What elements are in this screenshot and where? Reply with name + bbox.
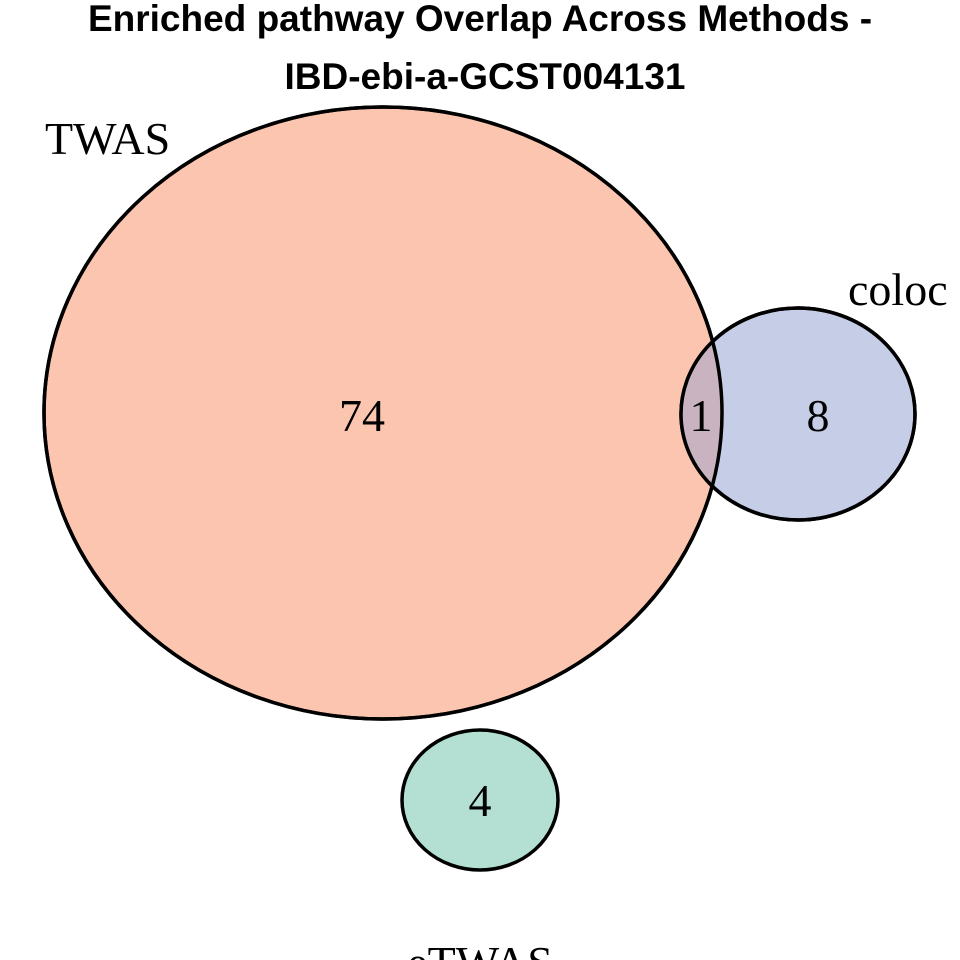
twas-coloc-overlap-count: 1 [690, 390, 713, 441]
etwas-circle [400, 728, 560, 872]
twas-set-label: TWAS [45, 113, 170, 164]
coloc-only-count: 8 [807, 390, 830, 441]
coloc-set-label: coloc [848, 264, 948, 315]
twas-only-count: 74 [339, 390, 385, 441]
coloc-outline [679, 306, 917, 522]
etwas-only-count: 4 [469, 775, 492, 826]
twas-outline [42, 105, 724, 721]
chart-title-line-2: IBD-ebi-a-GCST004131 [284, 56, 686, 97]
chart-title-line-1: Enriched pathway Overlap Across Methods … [87, 0, 873, 39]
etwas-set-label: eTWAS [407, 937, 553, 960]
